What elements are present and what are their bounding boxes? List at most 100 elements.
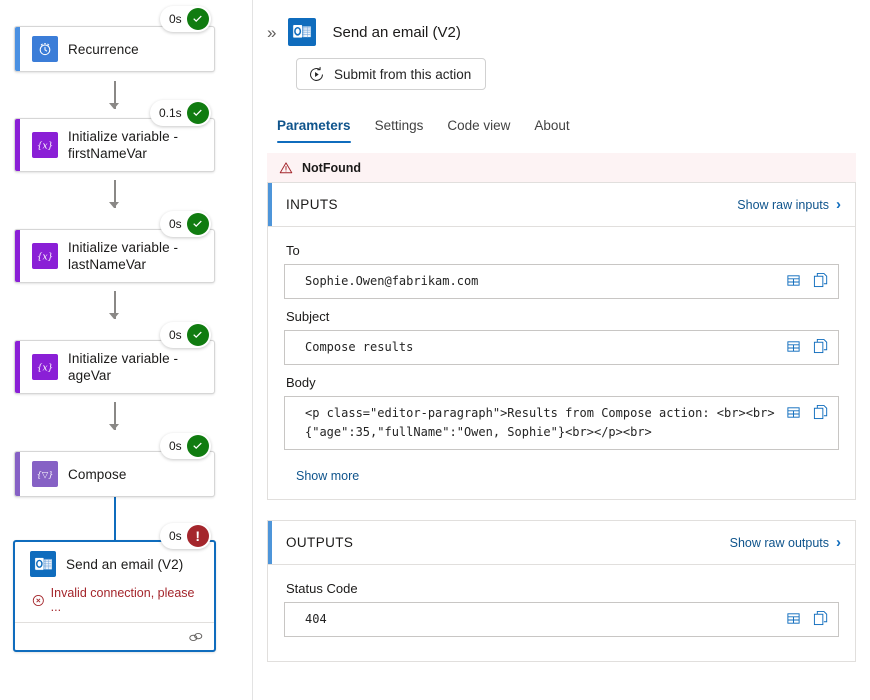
duration-label: 0s (169, 439, 182, 453)
submit-from-this-action-button[interactable]: Submit from this action (296, 58, 487, 90)
connector-1 (114, 81, 116, 109)
connector-2 (114, 180, 116, 208)
show-raw-outputs-link[interactable]: Show raw outputs › (730, 535, 841, 550)
field-actions (786, 610, 828, 626)
submit-button-label: Submit from this action (334, 66, 472, 82)
tab-about[interactable]: About (534, 118, 570, 133)
duration-label: 0s (169, 217, 182, 231)
tab-code-view[interactable]: Code view (447, 118, 511, 133)
field-value: Compose results (305, 340, 414, 354)
connector-arrow-4 (109, 424, 119, 430)
field-actions (786, 404, 828, 420)
node-accent-bar (15, 341, 20, 393)
field-to: To Sophie.Owen@fabrikam.com (284, 243, 839, 299)
error-exclamation-icon: ! (186, 525, 209, 547)
table-view-icon[interactable] (786, 273, 801, 288)
outlook-icon (288, 18, 317, 46)
duration-label: 0s (169, 12, 182, 26)
field-actions (786, 272, 828, 288)
clock-timer-icon (32, 36, 58, 62)
duration-label: 0s (169, 328, 182, 342)
flow-node-initialize-firstnamevar[interactable]: {x} Initialize variable - firstNameVar (14, 118, 215, 172)
inputs-title: INPUTS (286, 197, 338, 212)
resubmit-play-icon (308, 66, 325, 83)
duration-label: 0s (169, 529, 182, 543)
connector-arrow-3 (109, 313, 119, 319)
table-view-icon[interactable] (786, 405, 801, 420)
success-check-icon (186, 102, 209, 124)
status-pill-send-email: 0s ! (160, 523, 211, 549)
field-box[interactable]: Sophie.Owen@fabrikam.com (284, 264, 839, 299)
copy-icon[interactable] (813, 610, 828, 626)
connector-5-active (113, 494, 116, 540)
svg-text:{x}: {x} (37, 252, 54, 262)
field-actions (786, 338, 828, 354)
copy-icon[interactable] (813, 272, 828, 288)
connector-arrow-1 (109, 103, 119, 109)
node-accent-bar (15, 119, 20, 171)
status-pill-compose: 0s (160, 433, 211, 459)
field-box[interactable]: <p class="editor-paragraph">Results from… (284, 396, 839, 450)
status-pill-agevar: 0s (160, 322, 211, 348)
action-details-panel: » Send an email (V2) (253, 0, 870, 700)
field-body: Body <p class="editor-paragraph">Results… (284, 375, 839, 450)
panel-tabs: Parameters Settings Code view About (265, 114, 870, 143)
field-label: To (286, 243, 300, 258)
status-pill-lastnamevar: 0s (160, 211, 211, 237)
status-pill-recurrence: 0s (160, 6, 211, 32)
show-raw-outputs-label: Show raw outputs (729, 535, 829, 550)
tab-settings[interactable]: Settings (374, 118, 424, 133)
field-value: Sophie.Owen@fabrikam.com (305, 274, 479, 288)
node-footer (15, 622, 214, 650)
success-check-icon (186, 435, 209, 457)
copy-icon[interactable] (813, 404, 828, 420)
show-more-link[interactable]: Show more (296, 469, 360, 483)
svg-text:{x}: {x} (37, 141, 54, 151)
node-label: Recurrence (68, 41, 139, 57)
status-pill-firstnamevar: 0.1s (150, 100, 211, 126)
flow-node-send-an-email[interactable]: Send an email (V2) Invalid connection, p… (13, 540, 216, 652)
table-view-icon[interactable] (786, 611, 801, 626)
tab-parameters[interactable]: Parameters (265, 114, 363, 143)
field-label: Status Code (286, 581, 358, 596)
panel-content: NotFound INPUTS Show raw inputs › To Sop… (253, 143, 870, 662)
field-box[interactable]: 404 (284, 602, 839, 637)
error-banner-text: NotFound (302, 160, 362, 175)
svg-text:{▽}: {▽} (37, 469, 54, 479)
outputs-card: OUTPUTS Show raw outputs › Status Code 4… (267, 520, 856, 662)
field-label: Subject (286, 309, 330, 324)
node-error-message: Invalid connection, please ... (15, 586, 214, 622)
link-chain-icon[interactable] (188, 630, 204, 644)
flow-designer-canvas[interactable]: 0s Recurrence 0.1s (0, 0, 253, 700)
flow-node-recurrence[interactable]: Recurrence (14, 26, 215, 72)
double-chevron-right-icon[interactable]: » (267, 22, 277, 42)
flow-node-initialize-lastnamevar[interactable]: {x} Initialize variable - lastNameVar (14, 229, 215, 283)
error-banner: NotFound (267, 153, 856, 182)
connector-arrow-2 (109, 202, 119, 208)
success-check-icon (186, 324, 209, 346)
field-subject: Subject Compose results (284, 309, 839, 365)
outputs-title: OUTPUTS (286, 535, 354, 550)
flow-node-initialize-agevar[interactable]: {x} Initialize variable - ageVar (14, 340, 215, 394)
copy-icon[interactable] (813, 338, 828, 354)
field-label: Body (286, 375, 316, 390)
node-accent-bar (15, 452, 20, 496)
field-box[interactable]: Compose results (284, 330, 839, 365)
page-title: Send an email (V2) (332, 23, 461, 41)
show-raw-inputs-link[interactable]: Show raw inputs › (737, 197, 841, 212)
node-label: Initialize variable - ageVar (68, 351, 179, 383)
inputs-card-header: INPUTS Show raw inputs › (268, 183, 855, 227)
show-raw-inputs-label: Show raw inputs (737, 197, 829, 212)
connector-4 (114, 402, 116, 430)
success-check-icon (186, 213, 209, 235)
node-accent-bar (15, 27, 20, 71)
table-view-icon[interactable] (786, 339, 801, 354)
chevron-right-icon: › (836, 534, 841, 551)
node-label: Initialize variable - firstNameVar (68, 129, 179, 161)
outputs-card-body: Status Code 404 (268, 565, 855, 661)
field-value: 404 (305, 612, 327, 626)
panel-header: » Send an email (V2) (253, 0, 870, 46)
node-label: Initialize variable - lastNameVar (68, 240, 179, 272)
outputs-card-header: OUTPUTS Show raw outputs › (268, 521, 855, 565)
